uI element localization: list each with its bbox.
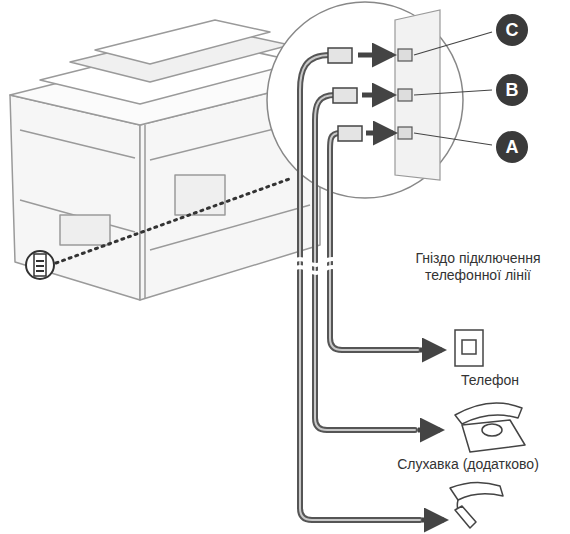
port-location	[26, 178, 292, 279]
cables	[292, 55, 420, 520]
handset-icon	[450, 482, 503, 528]
plugs	[328, 48, 393, 141]
callout-letter: B	[496, 74, 528, 106]
callout-letter: A	[496, 131, 528, 163]
device-label: Слухавка (додатково)	[376, 456, 560, 473]
device-label: Гніздо підключення телефонної лінії	[401, 250, 555, 284]
callout-letter: C	[496, 14, 528, 46]
callout-text: B	[506, 80, 519, 101]
wall-jack	[455, 330, 483, 366]
printer-body	[10, 20, 320, 300]
telephone-icon	[455, 403, 525, 452]
callout-text: A	[506, 137, 519, 158]
device-label: Телефон	[438, 372, 542, 389]
callout-text: C	[506, 20, 519, 41]
